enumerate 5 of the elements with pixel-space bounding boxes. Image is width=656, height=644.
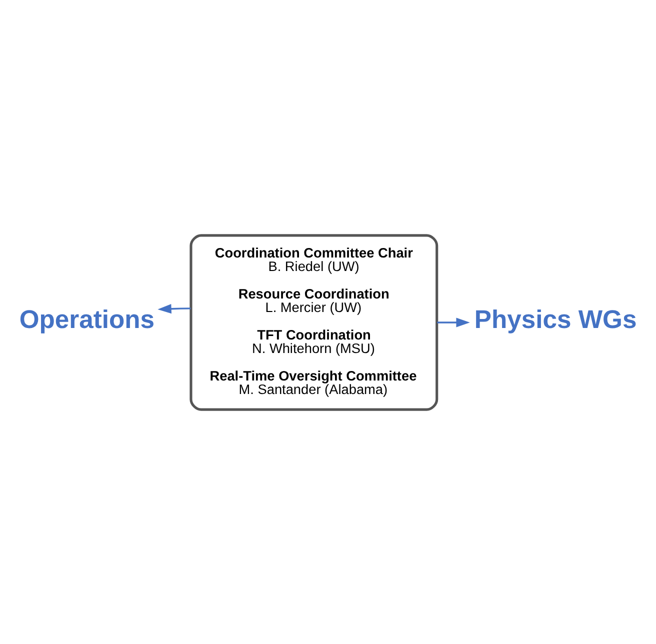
node-text: Physics WGs: [474, 306, 637, 334]
arrow: [158, 304, 191, 314]
node-text: Operations: [19, 306, 155, 334]
node-box: Coordination Committee Chair B. Riedel (UW) Resource Coordination L. Mercier (UW) TFT Coordination N. Whitehorn (MSU) Real-Time Oversight Committee M. Santander (Alabama): [190, 234, 438, 410]
arrow: [437, 317, 470, 327]
